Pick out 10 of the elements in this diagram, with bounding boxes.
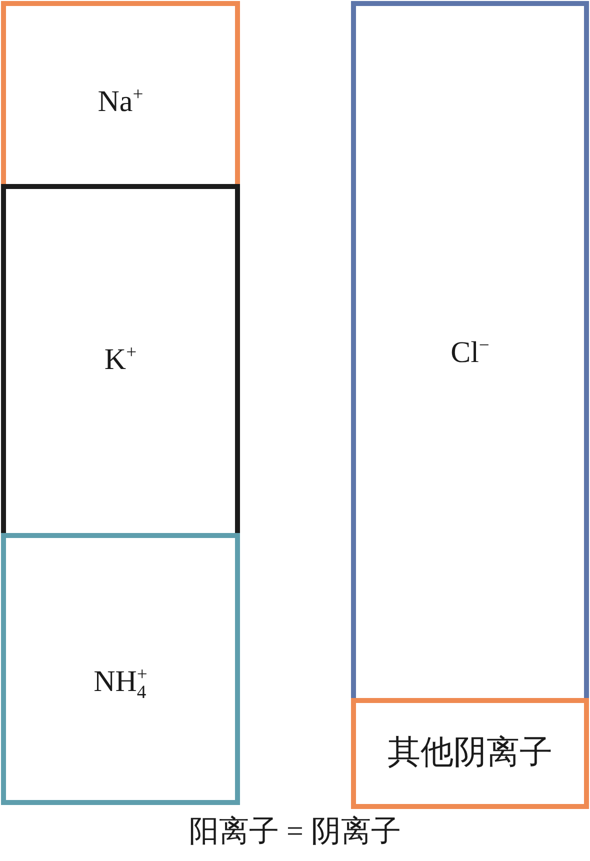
caption: 阳离子 = 阴离子	[189, 814, 401, 850]
ion-box	[1, 184, 240, 533]
ion-box	[1, 1, 240, 184]
ion-box	[351, 1, 589, 698]
ion-box	[351, 698, 589, 809]
ion-formula: Cl$^{−}$	[450, 336, 490, 368]
ion-formula: Na$^{+}$	[98, 84, 144, 118]
ion-label: 其他阴离子	[388, 735, 552, 772]
ion-box	[1, 533, 240, 805]
ion-formula: K$^{+}$	[104, 342, 137, 376]
